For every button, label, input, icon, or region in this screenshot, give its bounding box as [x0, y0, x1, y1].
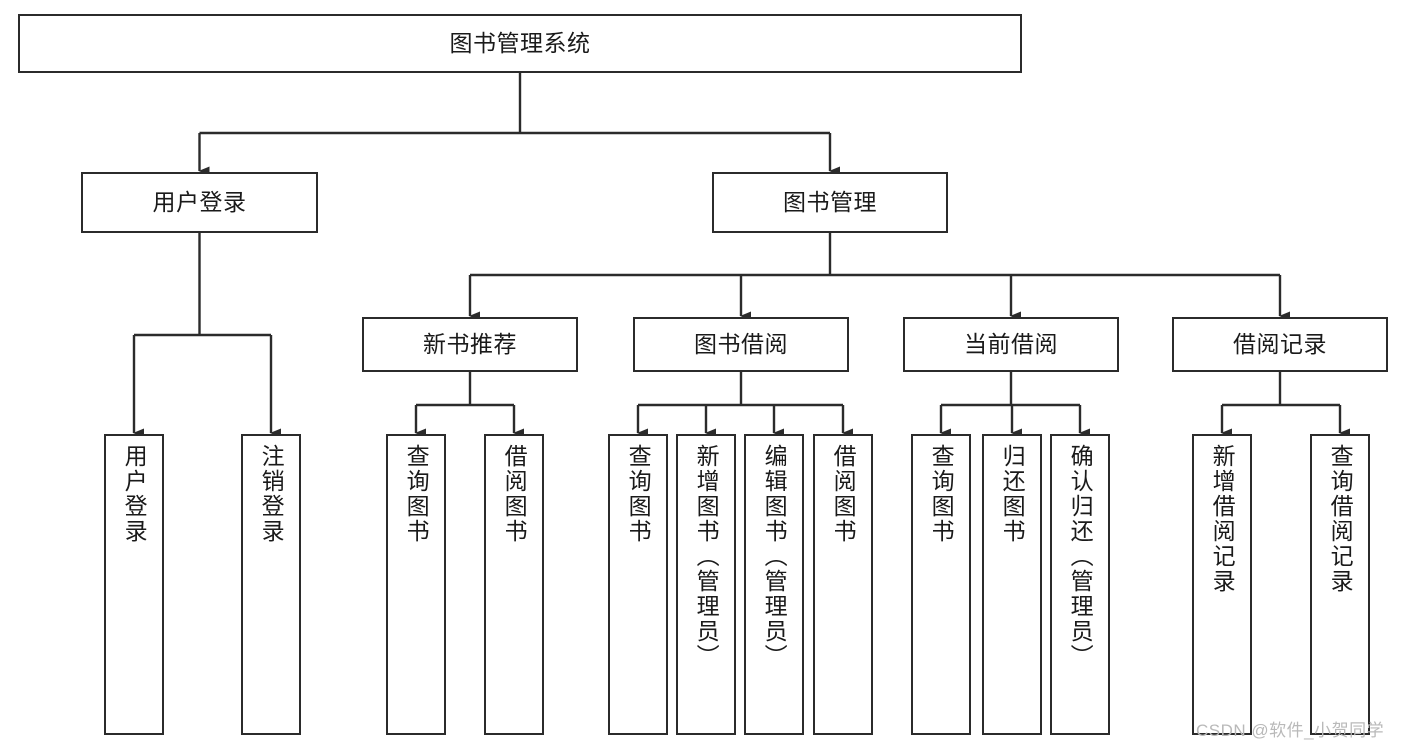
node-label: 查询图书 — [403, 444, 430, 544]
node-leaf-cur-return[interactable]: 归还图书 — [982, 434, 1042, 735]
node-label: 编辑图书（管理员） — [761, 444, 788, 669]
node-leaf-bw-query[interactable]: 查询图书 — [608, 434, 668, 735]
node-newbook[interactable]: 新书推荐 — [362, 317, 578, 372]
node-label: 图书管理 — [783, 188, 877, 215]
node-leaf-rec-add[interactable]: 新增借阅记录 — [1192, 434, 1252, 735]
node-root[interactable]: 图书管理系统 — [18, 14, 1022, 73]
node-label: 借阅图书 — [501, 444, 528, 544]
node-label: 图书管理系统 — [449, 29, 591, 56]
node-current[interactable]: 当前借阅 — [903, 317, 1119, 372]
node-label: 当前借阅 — [964, 330, 1058, 357]
node-label: 查询图书 — [625, 444, 652, 544]
node-leaf-nb-query[interactable]: 查询图书 — [386, 434, 446, 735]
node-records[interactable]: 借阅记录 — [1172, 317, 1388, 372]
node-label: 新增图书（管理员） — [693, 444, 720, 669]
node-leaf-cur-query[interactable]: 查询图书 — [911, 434, 971, 735]
node-leaf-user-logout[interactable]: 注销登录 — [241, 434, 301, 735]
watermark-label: CSDN @软件_小贺同学 — [1196, 721, 1385, 740]
node-label: 用户登录 — [121, 444, 148, 544]
node-label: 注销登录 — [258, 444, 285, 544]
node-label: 新增借阅记录 — [1209, 444, 1236, 594]
node-label: 新书推荐 — [423, 330, 517, 357]
node-label: 借阅记录 — [1233, 330, 1327, 357]
node-leaf-nb-borrow[interactable]: 借阅图书 — [484, 434, 544, 735]
node-borrow[interactable]: 图书借阅 — [633, 317, 849, 372]
node-login[interactable]: 用户登录 — [81, 172, 318, 233]
node-leaf-bw-edit[interactable]: 编辑图书（管理员） — [744, 434, 804, 735]
node-label: 借阅图书 — [830, 444, 857, 544]
node-label: 查询借阅记录 — [1327, 444, 1354, 594]
node-leaf-bw-lend[interactable]: 借阅图书 — [813, 434, 873, 735]
node-label: 用户登录 — [152, 188, 247, 215]
node-label: 图书借阅 — [694, 330, 788, 357]
node-bookmgmt[interactable]: 图书管理 — [712, 172, 948, 233]
node-label: 查询图书 — [928, 444, 955, 544]
node-leaf-cur-confirm[interactable]: 确认归还（管理员） — [1050, 434, 1110, 735]
node-leaf-rec-query[interactable]: 查询借阅记录 — [1310, 434, 1370, 735]
node-label: 确认归还（管理员） — [1067, 444, 1094, 669]
node-leaf-bw-add[interactable]: 新增图书（管理员） — [676, 434, 736, 735]
node-label: 归还图书 — [999, 444, 1026, 544]
node-leaf-user-login[interactable]: 用户登录 — [104, 434, 164, 735]
